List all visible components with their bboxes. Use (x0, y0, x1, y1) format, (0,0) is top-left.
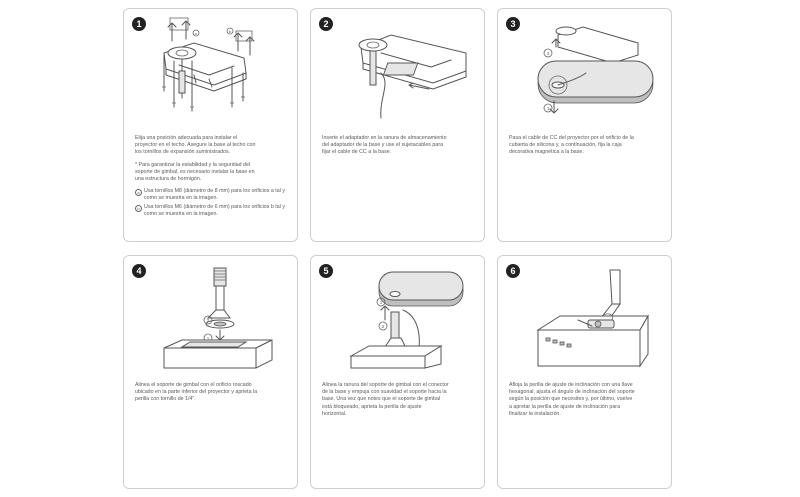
text-line: Afloja la perilla de ajuste de inclinaci… (509, 382, 633, 388)
step-4-card: 4 2 1 Alinea el soporte de gimbal con el… (123, 255, 298, 489)
step-4-illustration: 2 1 (163, 267, 273, 369)
step-6-text: Afloja la perilla de ajuste de inclinaci… (509, 382, 665, 418)
text-line: cubierta de silicona y, a continuación, … (509, 142, 622, 149)
text-line: está bloqueado, aprieta la perilla de aj… (322, 403, 422, 410)
text-line: Pasa el cable de CC del proyector por el… (509, 135, 634, 141)
step-5-text: Alinea la ranura del soporte de gimbal c… (322, 382, 478, 418)
callout-1: 1 (380, 300, 383, 305)
subitem-line: Usa tornillos M8 (diámetro de 8 mm) para… (144, 188, 286, 195)
text-line: perilla con tornillo de 1/4". (135, 396, 196, 403)
callout-2: 2 (207, 318, 210, 323)
note-line: una estructura de hormigón. (135, 176, 202, 183)
step-4-text: Alinea el soporte de gimbal con el orifi… (135, 382, 291, 404)
step-number: 1 (132, 17, 146, 31)
text-line: Inserte el adaptador en la ranura de alm… (322, 135, 447, 141)
subitem-line: Usa tornillos M6 (diámetro de 6 mm) para… (144, 203, 286, 210)
subitem-marker: b (135, 204, 142, 212)
text-line: horizontal. (322, 410, 347, 417)
step-3-text: Pasa el cable de CC del proyector por el… (509, 135, 665, 157)
step-number: 6 (506, 264, 520, 278)
text-line: a apretar la perilla de ajuste de inclin… (509, 403, 621, 410)
note-line: * Para garantizar la estabilidad y la se… (135, 161, 251, 168)
callout-a: a (195, 31, 198, 36)
text-line: Alinea el soporte de gimbal con el orifi… (135, 382, 252, 388)
step-2-text: Inserte el adaptador en la ranura de alm… (322, 135, 478, 157)
callout-1: 1 (547, 106, 550, 111)
text-line: decorativa magnética a la base. (509, 149, 584, 156)
step-number: 5 (319, 264, 333, 278)
step-6-card: 6 Afloja la perilla de ajuste de inclina… (497, 255, 672, 489)
step-2-illustration (358, 34, 467, 119)
step-3-illustration: 1 2 (537, 26, 654, 114)
callout-2: 2 (382, 324, 385, 329)
callout-1: 1 (207, 336, 210, 341)
step-number: 4 (132, 264, 146, 278)
text-line: los tornillos de expansión suministrados… (135, 149, 231, 156)
text-line: fijar el cable de CC a la base. (322, 149, 392, 156)
text-line: hexagonal, ajusta el ángulo de inclinaci… (509, 389, 635, 396)
callout-2: 2 (547, 51, 550, 56)
note-line: soporte de gimbal, es necesario instalar… (135, 168, 255, 175)
step-6-illustration (536, 269, 649, 368)
text-line: de la base y empuja con suavidad el sopo… (322, 389, 447, 396)
text-line: base. Una vez que notes que el soporte d… (322, 396, 441, 403)
subitem-b: b Usa tornillos M6 (diámetro de 6 mm) pa… (135, 204, 291, 218)
step-3-card: 3 1 2 Pasa el cable de CC del proyector … (497, 8, 672, 242)
step-1-card: 1 a b Elija una posición adecuada para i… (123, 8, 298, 242)
subitem-line: como se muestra en la imagen. (144, 210, 218, 217)
text-line: proyector en el techo. Asegure la base a… (135, 142, 256, 149)
text-line: Alinea la ranura del soporte de gimbal c… (322, 382, 449, 388)
step-5-illustration: 1 2 (349, 271, 464, 369)
text-line: del adaptador de la base y use el sujeta… (322, 142, 444, 149)
text-line: finalizar la instalación. (509, 410, 561, 417)
step-number: 2 (319, 17, 333, 31)
callout-b: b (229, 29, 232, 34)
subitem-marker: a (135, 189, 142, 197)
text-line: Elija una posición adecuada para instala… (135, 135, 238, 141)
step-1-illustration: a b (162, 17, 255, 112)
step-5-card: 5 1 2 Alinea la ranura del soporte de gi… (310, 255, 485, 489)
step-number: 3 (506, 17, 520, 31)
step-2-card: 2 Inserte el adaptador en la ranura de a… (310, 8, 485, 242)
text-line: según la posición que necesites y, por ú… (509, 396, 633, 403)
subitem-a: a Usa tornillos M8 (diámetro de 8 mm) pa… (135, 188, 291, 202)
text-line: ubicado en la parte inferior del proyect… (135, 389, 258, 396)
step-1-text: Elija una posición adecuada para instala… (135, 135, 291, 219)
subitem-line: como se muestra en la imagen. (144, 195, 218, 202)
